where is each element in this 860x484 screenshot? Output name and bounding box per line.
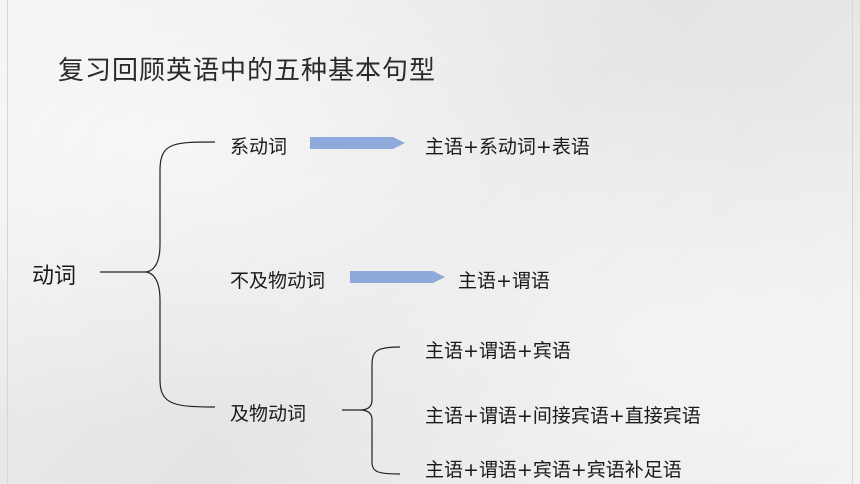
transitive-result-2: 主语+谓语+间接宾语+直接宾语 [425,405,701,427]
root-label: 动词 [32,264,77,289]
arrow-2 [350,271,445,283]
branch-label-transitive-verb: 及物动词 [230,403,307,425]
transitive-result-3: 主语+谓语+宾语+宾语补足语 [425,459,682,481]
branch-label-linking-verb: 系动词 [230,136,288,158]
slide-title: 复习回顾英语中的五种基本句型 [58,56,437,86]
arrow-1 [310,137,405,149]
branch-label-intransitive-verb: 不及物动词 [230,270,326,292]
transitive-brace [359,346,401,475]
left-border [7,0,8,484]
main-brace [144,141,216,408]
right-border [852,0,853,484]
transitive-result-1: 主语+谓语+宾语 [425,340,571,362]
branch-result-intransitive-verb: 主语+谓语 [458,270,550,292]
branch-result-linking-verb: 主语+系动词+表语 [425,136,590,158]
